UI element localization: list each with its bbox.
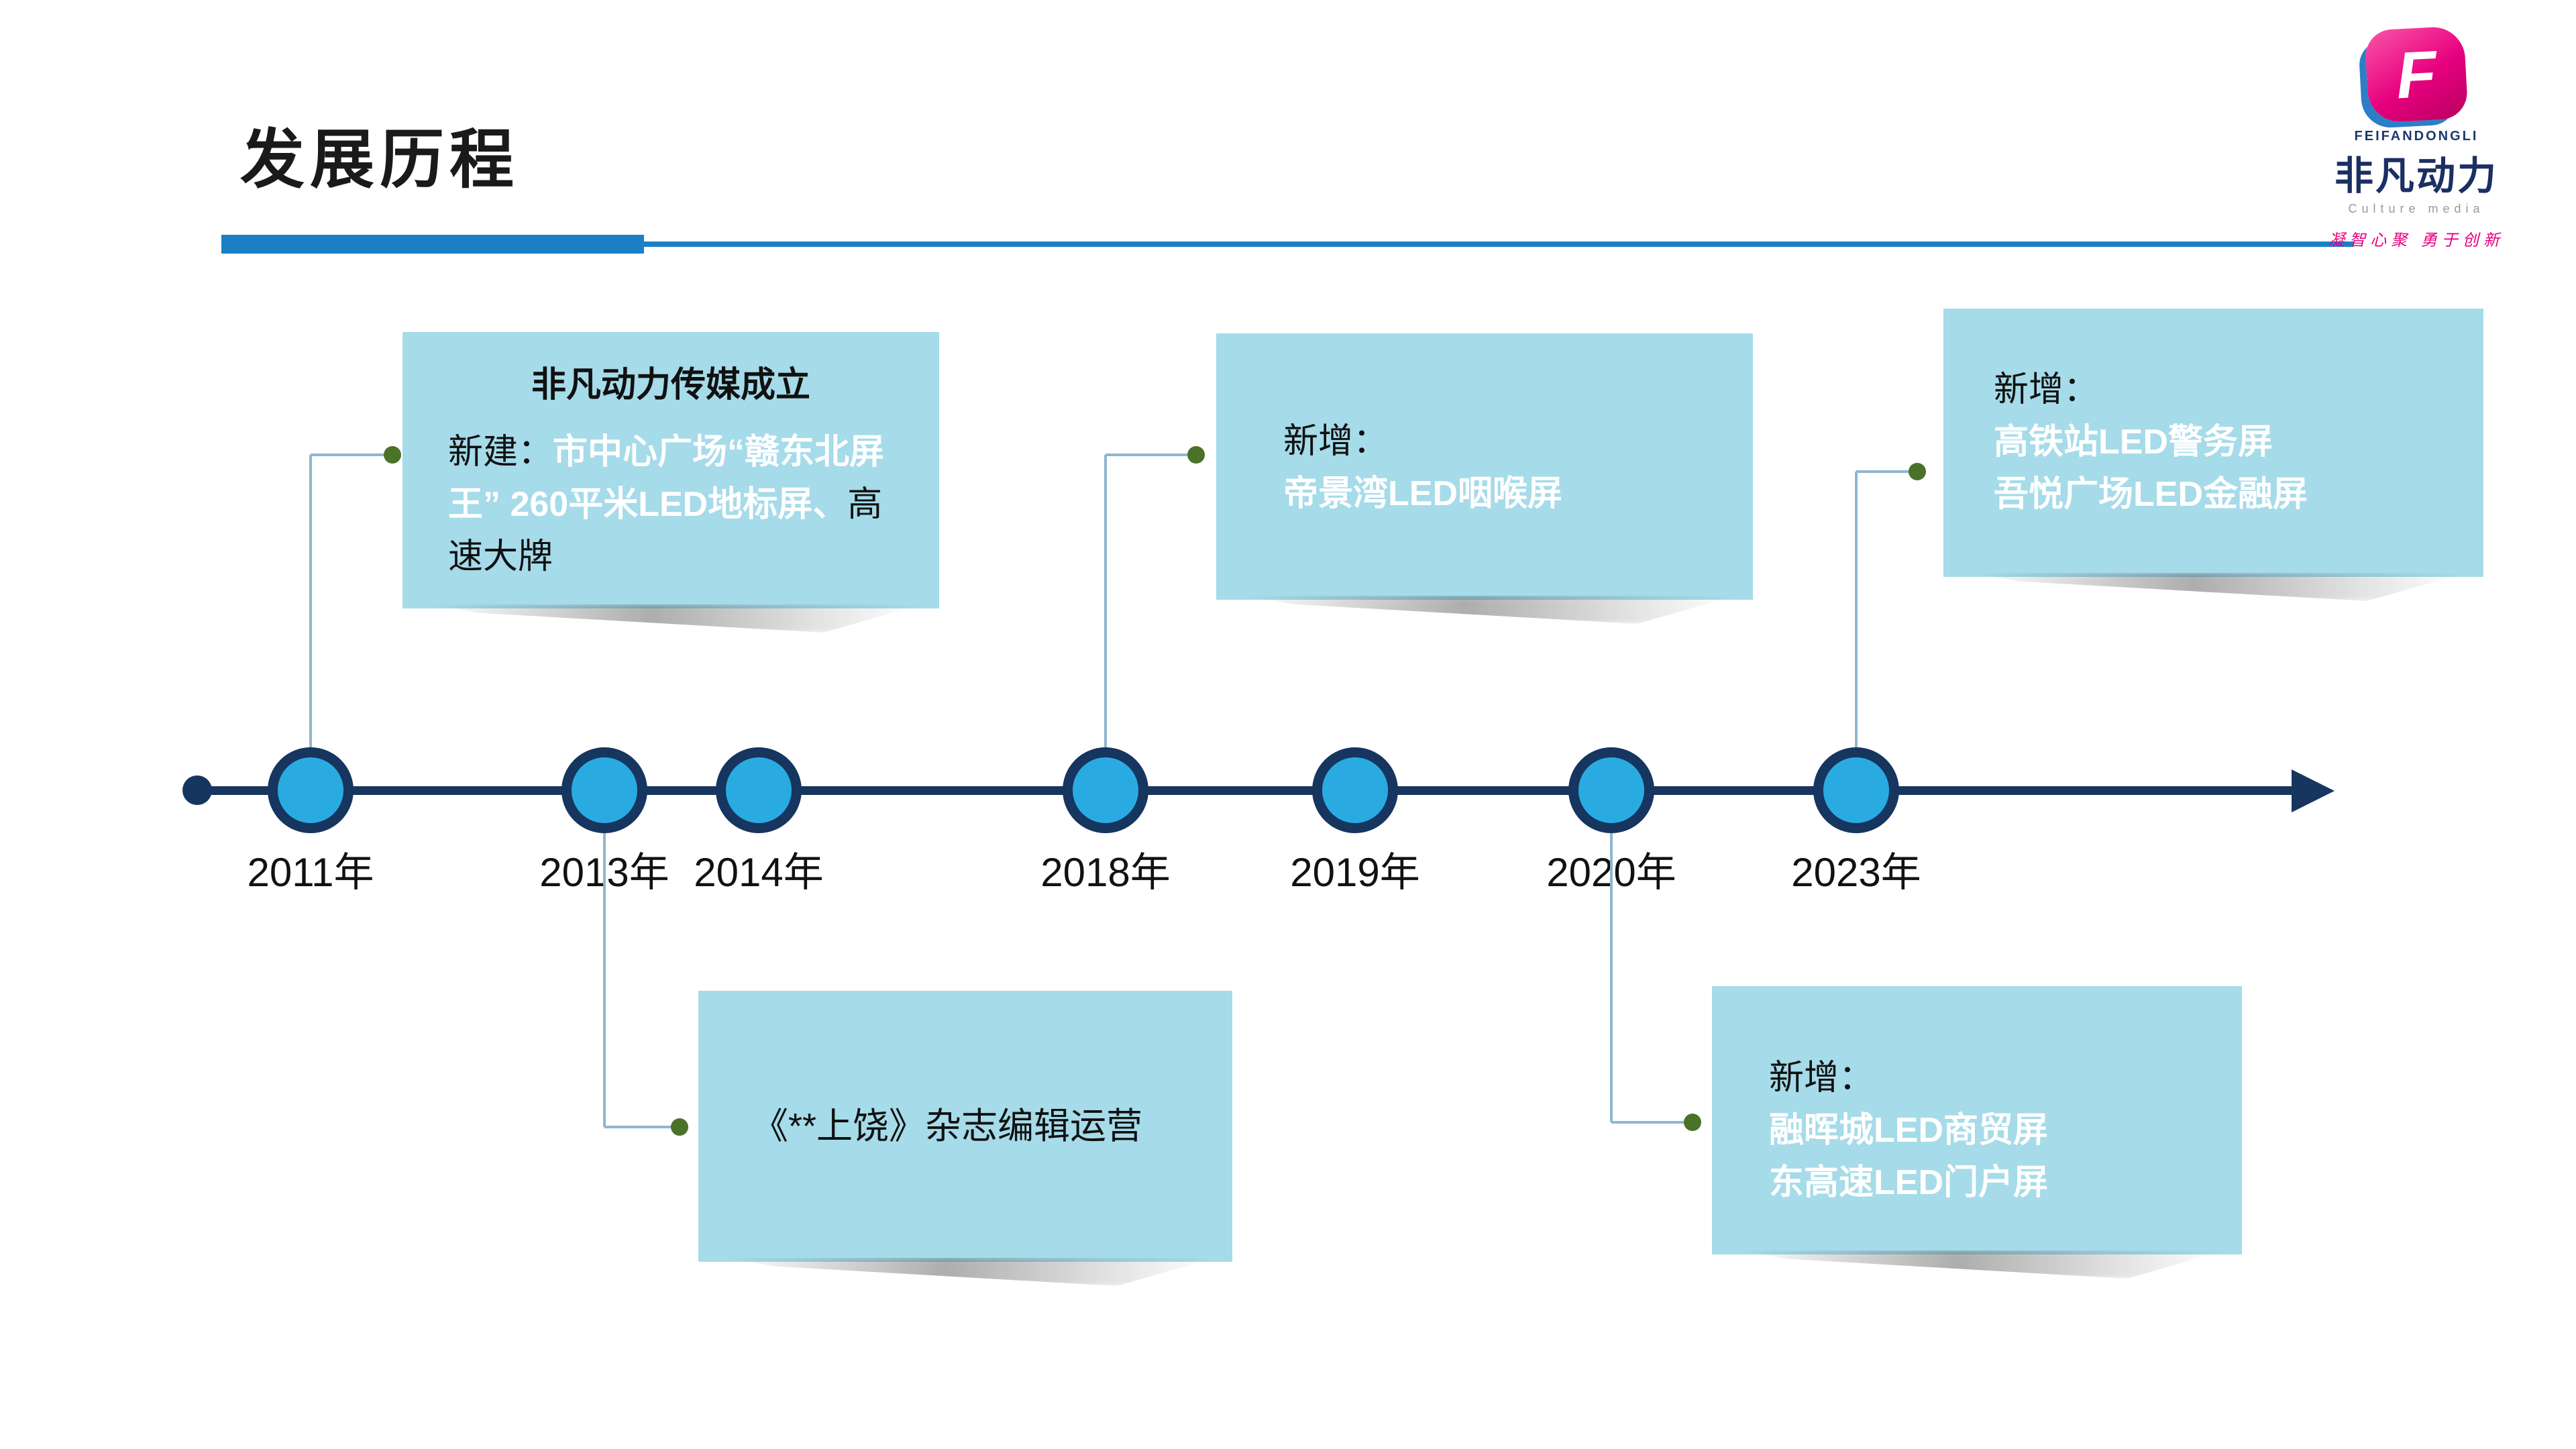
callout-2018-line1: 帝景湾LED咽喉屏 (1283, 474, 1563, 513)
callout-2013: 《**上饶》杂志编辑运营 (698, 991, 1232, 1262)
callout-2011-highlight: 市中心广场“赣东北屏王” 260平米LED地标屏、 (448, 433, 885, 524)
callout-2018: 新增： 帝景湾LED咽喉屏 (1216, 333, 1753, 600)
timeline-node-2019 (1312, 747, 1398, 833)
year-label-2014: 2014年 (694, 850, 824, 895)
logo-slogan: 凝智心聚 勇于创新 (2328, 231, 2504, 250)
page-title: 发展历程 (240, 124, 519, 196)
logo-subtitle: Culture media (2348, 202, 2485, 215)
title-underline-bar (221, 235, 644, 254)
connector-2018-dot (1187, 446, 1205, 464)
year-label-2018: 2018年 (1040, 850, 1171, 895)
connector-2020-vertical (1610, 833, 1613, 1122)
title-underline-line (644, 241, 2353, 247)
connector-2013-vertical (603, 833, 606, 1127)
year-label-2019: 2019年 (1290, 850, 1420, 895)
connector-2011-horizontal (311, 453, 391, 456)
connector-2020-dot (1684, 1114, 1701, 1131)
callout-2023-line1: 高铁站LED警务屏 (1994, 423, 2273, 462)
callout-2023-line2: 吾悦广场LED金融屏 (1994, 475, 2308, 514)
callout-2018-prefix: 新增： (1283, 422, 1389, 461)
callout-2020-line1: 融晖城LED商贸屏 (1769, 1111, 2049, 1150)
callout-2023-prefix: 新增： (1994, 370, 2099, 409)
callout-2011-prefix: 新建： (448, 433, 553, 472)
timeline-node-2018 (1063, 747, 1148, 833)
connector-2011-vertical (309, 455, 312, 747)
connector-2018-vertical (1104, 455, 1107, 747)
timeline-node-2020 (1568, 747, 1654, 833)
timeline-axis (191, 786, 2294, 795)
timeline-node-2023 (1813, 747, 1899, 833)
logo-brand-en: FEIFANDONGLI (2354, 129, 2479, 144)
timeline-node-2011 (268, 747, 354, 833)
callout-2011: 非凡动力传媒成立 新建：市中心广场“赣东北屏王” 260平米LED地标屏、高速大… (402, 332, 939, 608)
year-label-2023: 2023年 (1791, 850, 1921, 895)
logo-brand-cn: 非凡动力 (2334, 154, 2498, 198)
callout-2020-line2: 东高速LED门户屏 (1769, 1163, 2049, 1202)
connector-2020-horizontal (1611, 1121, 1693, 1124)
callout-2011-suffix: 高速大牌 (448, 485, 883, 576)
connector-2023-vertical (1855, 472, 1858, 747)
callout-2013-text: 《**上饶》杂志编辑运营 (752, 1106, 1143, 1146)
company-logo: F FEIFANDONGLI 非凡动力 Culture media 凝智心聚 勇… (2316, 25, 2517, 250)
connector-2013-dot (671, 1118, 688, 1136)
connector-2011-dot (384, 446, 401, 464)
connector-2023-dot (1909, 463, 1926, 480)
callout-2011-body: 新建：市中心广场“赣东北屏王” 260平米LED地标屏、高速大牌 (448, 426, 894, 583)
logo-f-icon: F (2364, 25, 2469, 123)
callout-2020-prefix: 新增： (1769, 1059, 1874, 1097)
logo-letter: F (2394, 36, 2438, 112)
callout-2011-title: 非凡动力传媒成立 (531, 366, 810, 405)
callout-2020: 新增： 融晖城LED商贸屏 东高速LED门户屏 (1712, 986, 2242, 1254)
year-label-2011: 2011年 (247, 850, 374, 895)
timeline-start-dot (182, 775, 212, 805)
timeline-arrow-icon (2292, 769, 2334, 812)
connector-2018-horizontal (1106, 453, 1195, 456)
timeline-node-2013 (561, 747, 647, 833)
timeline-node-2014 (716, 747, 802, 833)
connector-2013-horizontal (604, 1126, 680, 1128)
connector-2023-horizontal (1856, 470, 1917, 473)
callout-2023: 新增： 高铁站LED警务屏 吾悦广场LED金融屏 (1943, 309, 2483, 577)
